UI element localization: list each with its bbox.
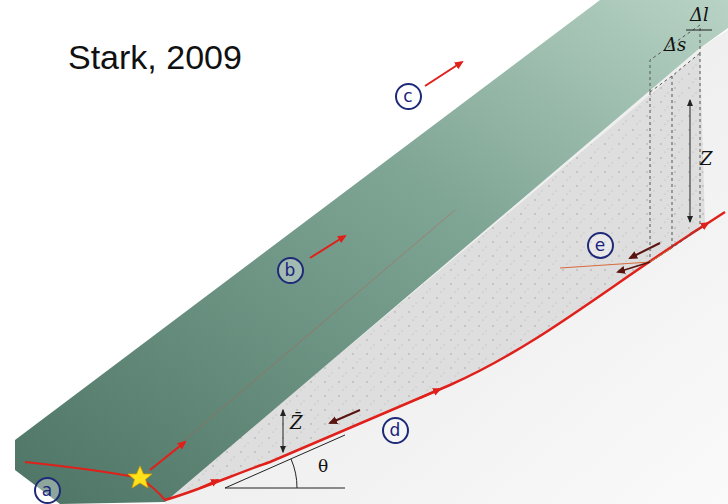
callout-letter: e xyxy=(595,237,605,254)
callout-letter: b xyxy=(285,262,296,279)
callout-circle: b xyxy=(277,257,304,284)
dimension-label: Δs xyxy=(664,36,686,54)
callout-circle: a xyxy=(34,477,61,504)
callout-letter: a xyxy=(42,482,52,499)
callout-circle: e xyxy=(587,232,614,259)
citation: Stark, 2009 xyxy=(68,40,242,74)
dimension-label: Z xyxy=(700,150,713,168)
callout-circle: c xyxy=(395,83,422,110)
callout-circle: d xyxy=(382,417,409,444)
dimension-label: Δl xyxy=(690,6,709,24)
callout-letter: d xyxy=(390,422,401,439)
dimension-label: Z̄ xyxy=(290,414,303,432)
angle-label: θ xyxy=(318,458,328,475)
callout-letter: c xyxy=(403,88,412,105)
